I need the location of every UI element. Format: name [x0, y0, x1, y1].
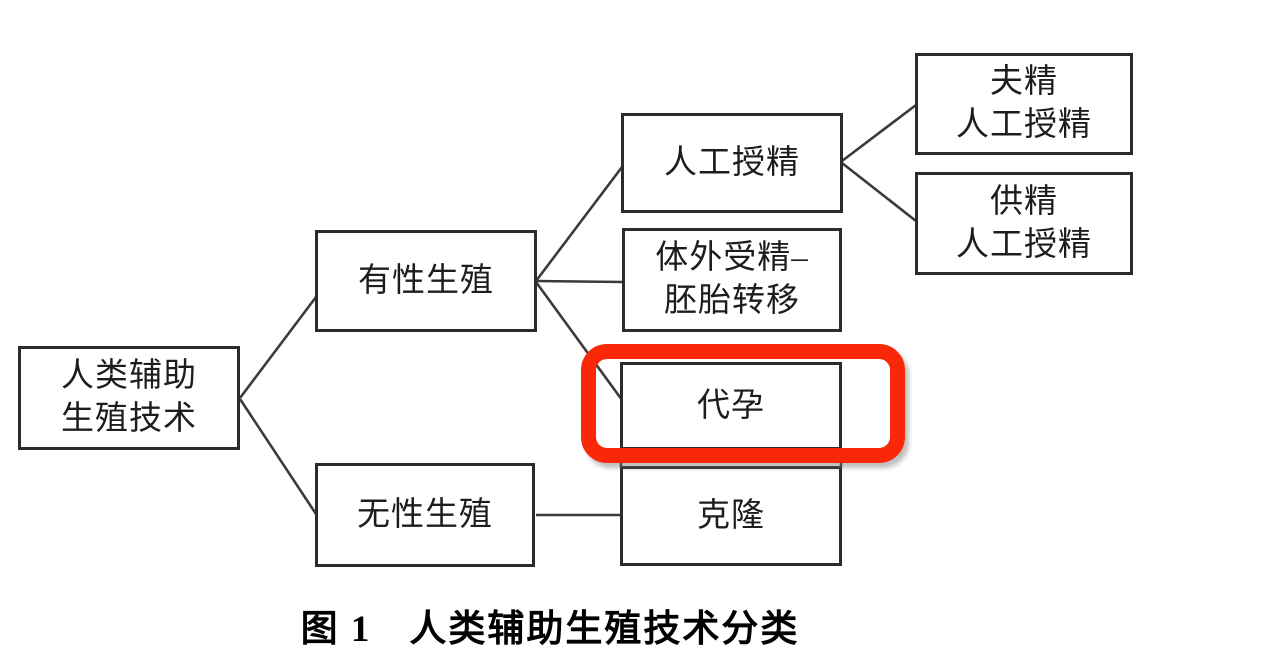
node-asexual-reproduction: 无性生殖 [315, 463, 535, 567]
node-surrogacy-label: 代孕 [697, 387, 765, 424]
connector-line [238, 296, 318, 399]
node-donor-sperm-ai-label-line2: 人工授精 [956, 226, 1092, 263]
node-asexual-reproduction-label: 无性生殖 [357, 496, 493, 533]
node-ivf-embryo-transfer-label-line1: 体外受精– [655, 240, 809, 277]
node-sexual-reproduction: 有性生殖 [315, 230, 537, 332]
node-artificial-insemination: 人工授精 [621, 113, 843, 213]
connector-line [238, 398, 318, 515]
node-ivf-embryo-transfer-label-line2: 胚胎转移 [664, 283, 800, 319]
figure-title: 人类辅助生殖技术分类 [409, 609, 800, 650]
figure-caption: 图 1 人类辅助生殖技术分类 [0, 598, 1100, 652]
node-cloning: 克隆 [620, 466, 842, 566]
node-donor-sperm-ai: 供精 人工授精 [915, 172, 1133, 275]
figure-number: 图 1 [300, 609, 372, 650]
node-root-label-line1: 人类辅助 [61, 358, 197, 395]
node-ivf-embryo-transfer: 体外受精– 胚胎转移 [622, 228, 842, 332]
node-sexual-reproduction-label: 有性生殖 [358, 262, 494, 299]
connector-line [534, 281, 624, 401]
node-surrogacy: 代孕 [620, 362, 842, 450]
connector-line [534, 166, 624, 282]
node-husband-sperm-ai-label-line1: 夫精 [990, 64, 1058, 101]
node-donor-sperm-ai-label-line1: 供精 [990, 183, 1058, 220]
node-husband-sperm-ai: 夫精 人工授精 [915, 53, 1133, 155]
connector-line [841, 103, 917, 163]
node-root-label-line2: 生殖技术 [61, 401, 197, 437]
node-husband-sperm-ai-label-line2: 人工授精 [956, 107, 1092, 143]
connector-line [535, 279, 624, 284]
connector-line [841, 161, 917, 223]
node-artificial-insemination-label: 人工授精 [664, 144, 800, 181]
node-cloning-label: 克隆 [697, 497, 765, 534]
node-root: 人类辅助 生殖技术 [18, 346, 240, 450]
